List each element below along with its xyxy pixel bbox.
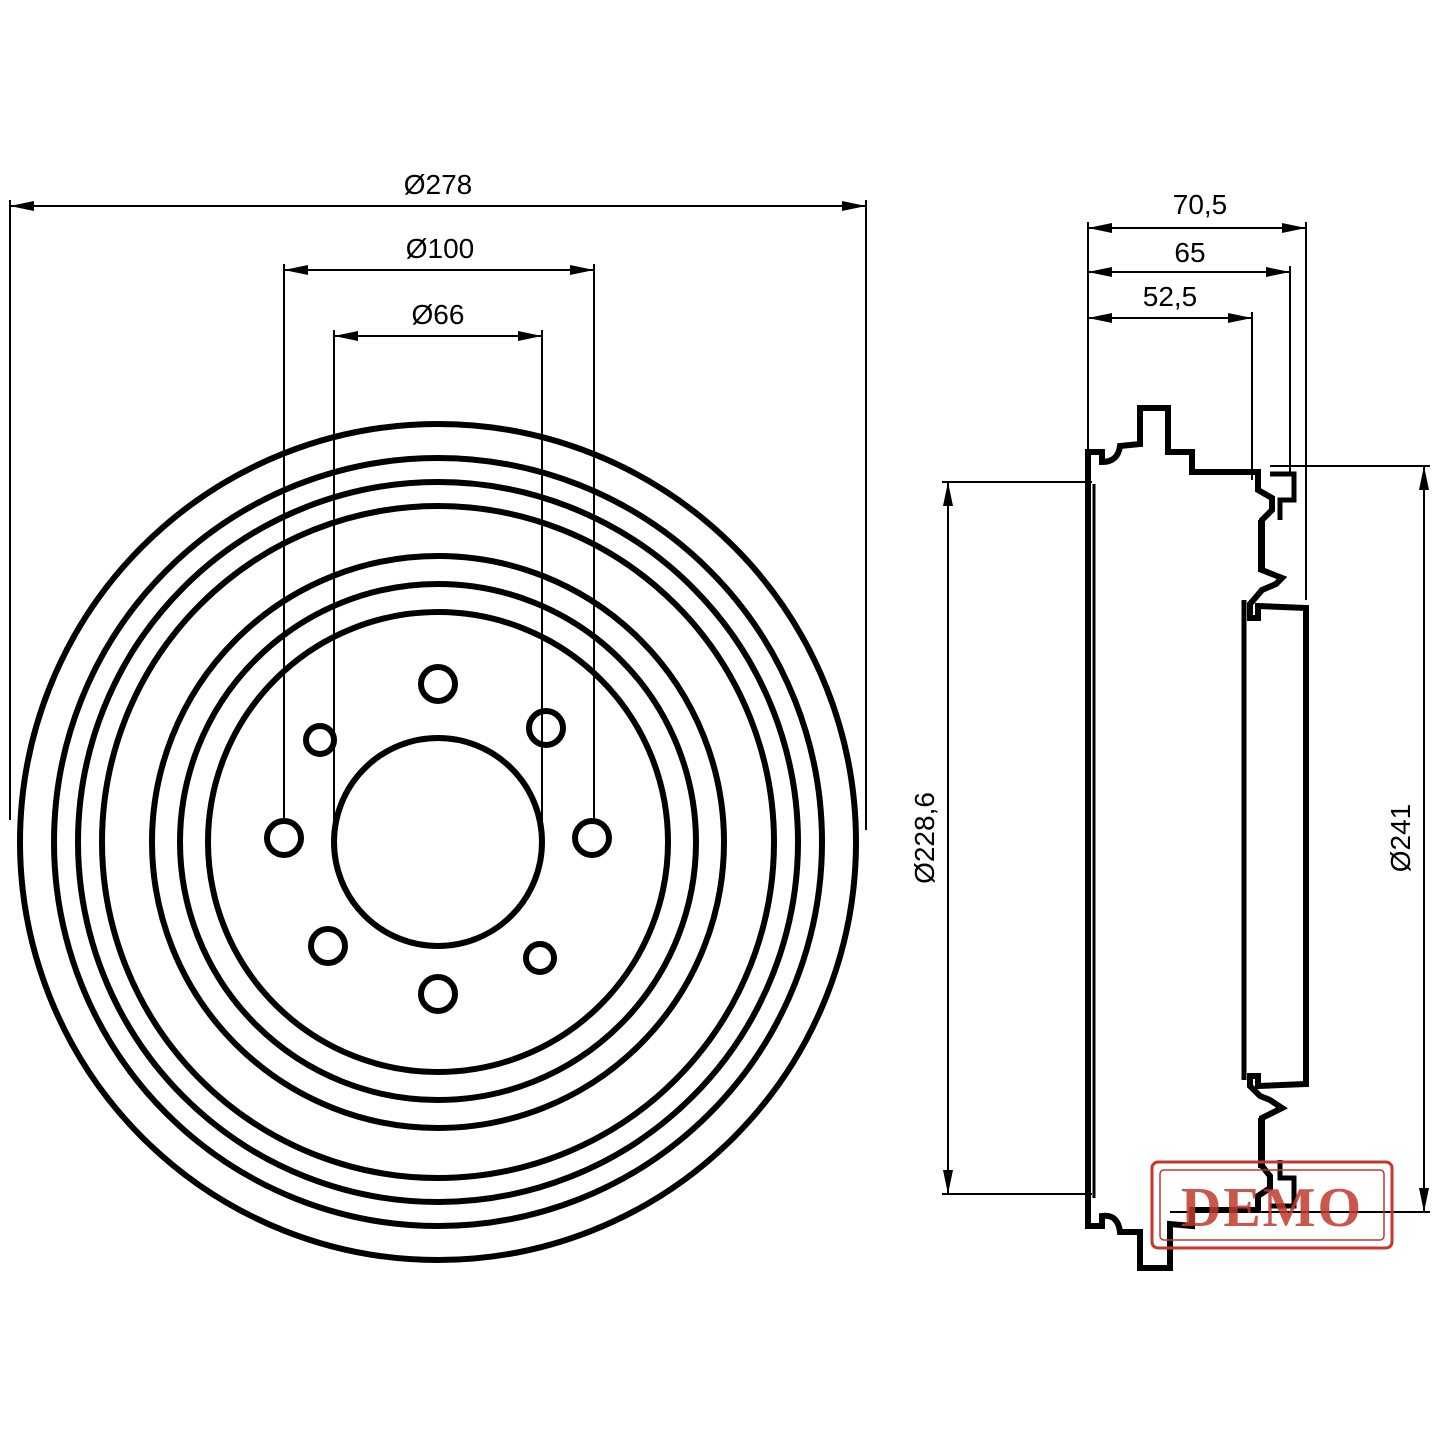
dim-width-65-label: 65 <box>1174 237 1205 268</box>
wheel-stud-hole <box>523 941 557 975</box>
bolt-hole <box>418 974 458 1014</box>
drum-ring-3 <box>75 479 801 1205</box>
dimension-width-52: 52,5 <box>1088 281 1253 480</box>
bolt-hole <box>308 926 348 966</box>
dim-width-52-label: 52,5 <box>1143 281 1198 312</box>
bolt-hole <box>418 664 458 704</box>
drum-outer-rim <box>17 421 859 1263</box>
dim-total-width-label: 70,5 <box>1173 189 1228 220</box>
drum-ring-2 <box>51 455 825 1229</box>
dim-outer-dia-side-label: Ø241 <box>1385 804 1416 873</box>
drum-ring-5 <box>149 553 727 1131</box>
drum-ring-6 <box>177 581 699 1103</box>
demo-stamp: DEMO <box>1150 1160 1394 1250</box>
dimension-outer-diameter: Ø278 <box>9 169 867 830</box>
front-view: Ø278 Ø100 Ø66 <box>9 169 867 1263</box>
dim-bolt-circle-label: Ø100 <box>406 233 475 264</box>
wheel-stud-hole <box>303 723 337 757</box>
dimension-width-65: 65 <box>1088 237 1291 474</box>
dimension-center-bore: Ø66 <box>333 299 543 842</box>
drum-ring-7 <box>205 609 671 1075</box>
bolt-hole <box>264 818 304 858</box>
center-bore <box>331 735 545 949</box>
hub-flange <box>1270 471 1297 1209</box>
bolt-hole <box>526 708 566 748</box>
dimension-total-width: 70,5 <box>1087 189 1307 600</box>
demo-stamp-text: DEMO <box>1181 1177 1363 1239</box>
dimension-inner-diameter: Ø228,6 <box>909 481 1092 1195</box>
drum-ring-4 <box>99 503 777 1181</box>
dimension-bolt-circle: Ø100 <box>283 233 595 822</box>
drum-profile-outline <box>1085 405 1309 1271</box>
bolt-hole <box>572 818 612 858</box>
demo-stamp-border <box>1150 1160 1394 1250</box>
dimension-outer-diameter-side: Ø241 <box>1170 465 1430 1213</box>
side-view: 70,5 65 52,5 Ø228,6 <box>909 189 1430 1271</box>
dim-outer-label: Ø278 <box>404 169 473 200</box>
dim-center-bore-label: Ø66 <box>412 299 465 330</box>
dim-inner-dia-label: Ø228,6 <box>909 792 940 884</box>
